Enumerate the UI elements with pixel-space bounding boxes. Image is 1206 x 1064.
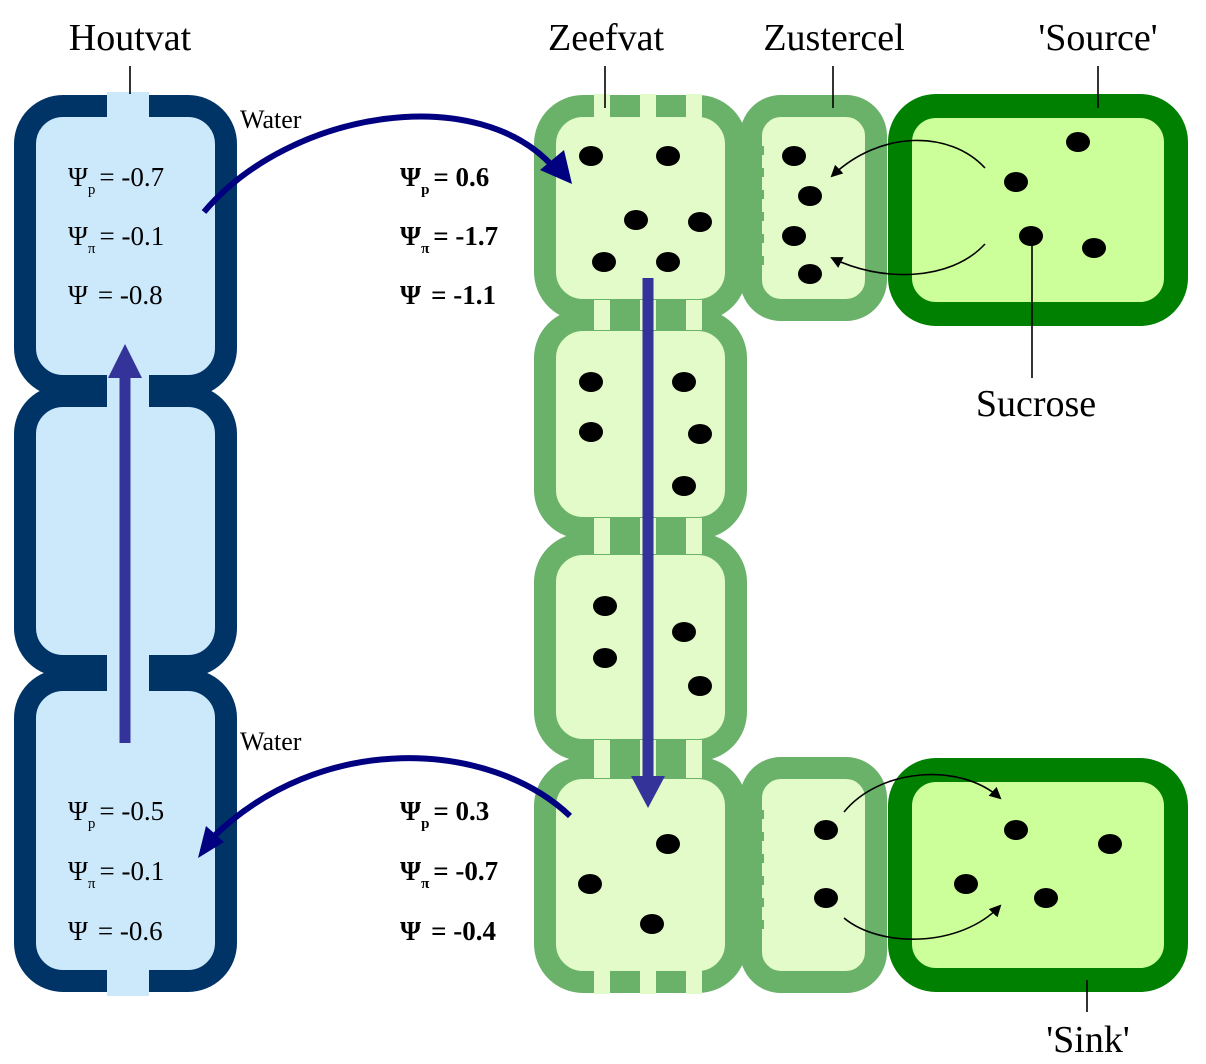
phloem-bottom-psi-p: = 0.3 — [433, 796, 489, 826]
phloem-top-psi: = -1.1 — [431, 280, 496, 310]
svg-text:Ψ= -1.1: Ψ= -1.1 — [400, 280, 496, 310]
xylem-top-psi-pi: = -0.1 — [100, 221, 165, 251]
water-arrowhead-top — [540, 150, 572, 184]
svg-text:Ψp= 0.3: Ψp= 0.3 — [400, 796, 489, 832]
phloem-bottom-psi: = -0.4 — [431, 916, 496, 946]
svg-text:Ψπ= -0.7: Ψπ= -0.7 — [400, 856, 498, 892]
water-label-bottom: Water — [240, 727, 302, 756]
phloem-vessel — [534, 94, 747, 994]
water-arrow-bottom — [207, 755, 573, 843]
water-label-top: Water — [240, 105, 302, 134]
sucrose-label: Sucrose — [976, 383, 1096, 425]
sink-cell — [888, 758, 1188, 992]
phloem-top-psi-p: = 0.6 — [433, 162, 489, 192]
phloem-cell-top — [534, 95, 747, 321]
water-arrow-top — [201, 113, 559, 214]
phloem-cell-bottom — [534, 757, 747, 993]
svg-text:Ψp= -0.5: Ψp= -0.5 — [68, 796, 164, 832]
svg-text:Ψπ= -1.7: Ψπ= -1.7 — [400, 221, 498, 257]
xylem-pore — [107, 966, 149, 996]
companion-cells — [736, 95, 887, 993]
xylem-flow-arrowhead — [108, 344, 142, 378]
xylem-bottom-potentials: Ψp= -0.5 Ψπ= -0.1 Ψ= -0.6 — [68, 796, 164, 946]
phloem-bottom-psi-pi: = -0.7 — [433, 856, 498, 886]
loading-arrow-bottom — [830, 243, 986, 276]
xylem-bottom-psi-p: = -0.5 — [99, 796, 164, 826]
phloem-top-psi-pi: = -1.7 — [433, 221, 498, 251]
phloem-flow-arrowhead — [631, 776, 665, 808]
leader-lines — [129, 66, 1099, 1012]
companion-cell-bottom — [740, 757, 887, 993]
source-label: 'Source' — [1038, 17, 1157, 59]
xylem-pore — [107, 92, 149, 120]
phloem-cell-3 — [534, 533, 747, 761]
sucrose-molecules — [578, 132, 1122, 934]
source-cell — [888, 94, 1188, 326]
unloading-arrow-bottom — [843, 904, 1002, 940]
svg-text:Ψ= -0.8: Ψ= -0.8 — [68, 280, 163, 310]
svg-text:Ψπ= -0.1: Ψπ= -0.1 — [68, 221, 164, 257]
xylem-top-potentials: Ψp= -0.7 Ψπ= -0.1 Ψ= -0.8 — [68, 162, 164, 310]
xylem-top-psi-p: = -0.7 — [99, 162, 164, 192]
companion-cell-label: Zustercel — [763, 17, 904, 59]
water-arrowhead-bottom — [198, 826, 224, 858]
xylem-label: Houtvat — [69, 17, 192, 59]
svg-text:Ψp= -0.7: Ψp= -0.7 — [68, 162, 164, 198]
phloem-bottom-potentials: Ψp= 0.3 Ψπ= -0.7 Ψ= -0.4 — [400, 796, 498, 946]
loading-arrow-top — [830, 139, 986, 178]
xylem-bottom-psi-pi: = -0.1 — [100, 856, 165, 886]
phloem-label: Zeefvat — [548, 17, 664, 59]
xylem-vessel — [14, 92, 237, 996]
plasmodesmata — [736, 146, 764, 929]
svg-text:Ψ= -0.4: Ψ= -0.4 — [400, 916, 496, 946]
unloading-arrow-top — [843, 773, 1002, 813]
phloem-cell-2 — [534, 309, 747, 539]
svg-text:Ψ= -0.6: Ψ= -0.6 — [68, 916, 163, 946]
xylem-top-psi: = -0.8 — [98, 280, 163, 310]
svg-text:Ψp= 0.6: Ψp= 0.6 — [400, 162, 489, 198]
phloem-top-potentials: Ψp= 0.6 Ψπ= -1.7 Ψ= -1.1 — [400, 162, 498, 310]
sink-label: 'Sink' — [1046, 1019, 1129, 1059]
xylem-bottom-psi: = -0.6 — [98, 916, 163, 946]
svg-text:Ψπ= -0.1: Ψπ= -0.1 — [68, 856, 164, 892]
